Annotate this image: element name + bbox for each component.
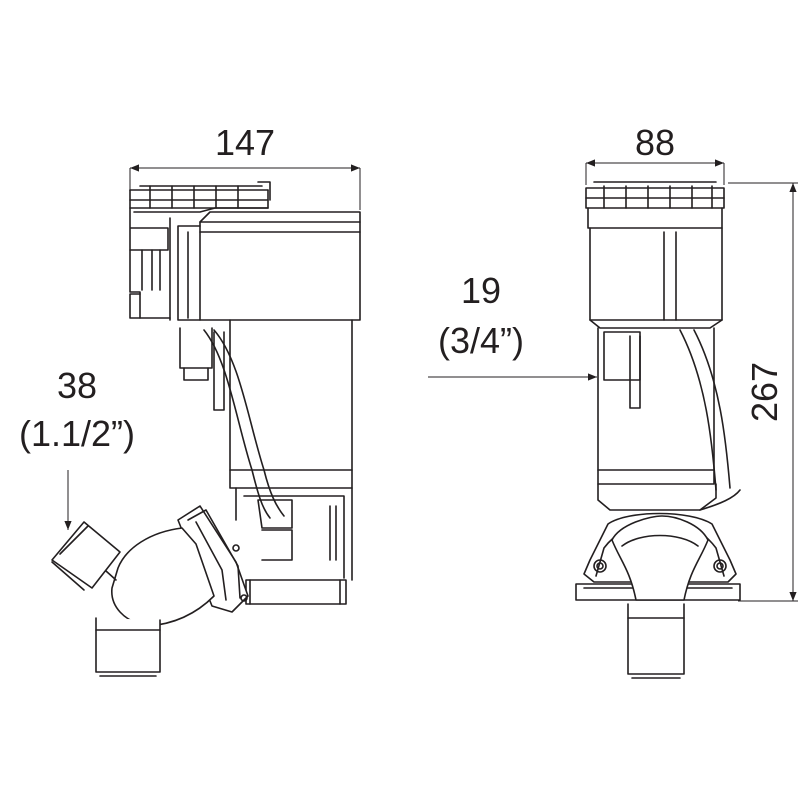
dimension-label-147: 147 <box>215 122 275 163</box>
inlet-size-inch-label: (3/4”) <box>438 320 524 361</box>
dimension-label-88: 88 <box>635 122 675 163</box>
dimension-height: 267 <box>728 182 798 602</box>
outlet-size-label: 38 <box>57 365 97 406</box>
inlet-size-label: 19 <box>461 270 501 311</box>
dimension-width-side: 147 <box>129 122 361 210</box>
pump-side-view <box>51 181 361 677</box>
outlet-size-callout: 38 (1.1/2”) <box>19 365 135 530</box>
pump-front-view <box>575 181 741 679</box>
dimension-label-267: 267 <box>744 362 785 422</box>
inlet-size-callout: 19 (3/4”) <box>428 270 597 381</box>
outlet-size-inch-label: (1.1/2”) <box>19 413 135 454</box>
dimension-width-front: 88 <box>585 122 725 185</box>
